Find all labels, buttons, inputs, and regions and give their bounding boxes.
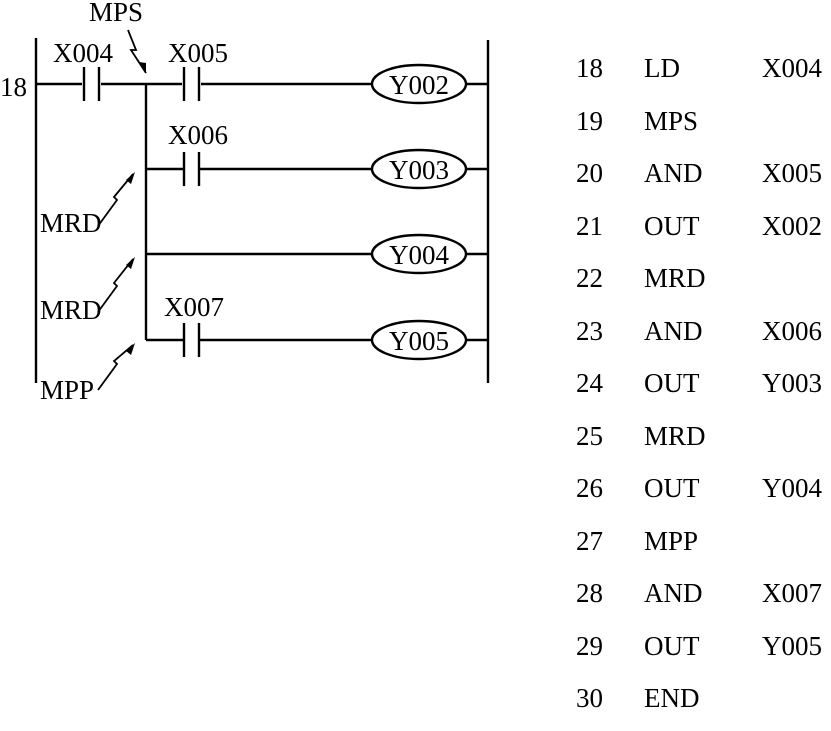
instruction-op: MRD: [644, 420, 706, 451]
rung-step-number: 18: [0, 72, 27, 102]
mrd-arrowhead-1: [126, 172, 135, 184]
instruction-arg: X007: [762, 578, 822, 608]
instruction-step: 18: [576, 53, 603, 83]
mrd-label-2: MRD: [40, 295, 102, 325]
instruction-step: 21: [576, 210, 603, 241]
instruction-op: LD: [644, 53, 680, 83]
instruction-row: 22 MRD: [576, 258, 831, 311]
contact-x005-label: X005: [168, 38, 228, 68]
contact-x004-label: X004: [53, 38, 113, 68]
instruction-arg: X002: [762, 210, 822, 241]
instruction-arg: X004: [762, 53, 822, 83]
instruction-row: 25 MRD: [576, 416, 831, 469]
instruction-arg: Y003: [762, 368, 822, 398]
contact-x007-label: X007: [164, 292, 224, 322]
instruction-arg: X005: [762, 158, 822, 188]
mpp-label: MPP: [40, 375, 94, 405]
coil-y004: [370, 233, 468, 275]
contact-x005: [182, 67, 201, 101]
instruction-step: 26: [576, 473, 603, 503]
instruction-op: OUT: [644, 368, 700, 398]
instruction-step: 24: [576, 368, 603, 398]
instruction-step: 20: [576, 158, 603, 188]
instruction-op: MRD: [644, 263, 706, 293]
instruction-row: 30 END: [576, 678, 831, 731]
instruction-row: 29 OUT Y005: [576, 626, 831, 679]
instruction-op: OUT: [644, 473, 700, 503]
instruction-row: 19 MPS: [576, 101, 831, 154]
instruction-arg: Y005: [762, 630, 822, 661]
mrd-label-1: MRD: [40, 208, 102, 238]
contact-x006: [182, 152, 201, 186]
instruction-op: AND: [644, 578, 703, 608]
instruction-op: OUT: [644, 630, 700, 661]
ladder-diagram: 18 X004 X005 Y002 MPS X006 Y003 MRD Y004…: [0, 0, 490, 405]
instruction-op: AND: [644, 158, 703, 188]
mps-arrowhead: [139, 62, 146, 73]
contact-x006-label: X006: [168, 120, 228, 150]
instruction-step: 30: [576, 683, 603, 713]
mpp-arrowhead: [126, 343, 135, 355]
instruction-step: 27: [576, 525, 603, 556]
mps-label: MPS: [89, 0, 143, 27]
instruction-step: 28: [576, 578, 603, 608]
instruction-row: 27 MPP: [576, 521, 831, 574]
mrd-arrow-2: [97, 258, 134, 313]
coil-y005: [370, 319, 468, 361]
coil-y005-label: Y005: [389, 326, 449, 356]
instruction-step: 22: [576, 263, 603, 293]
instruction-op: MPP: [644, 525, 699, 556]
instruction-arg: X006: [762, 315, 822, 346]
instruction-step: 23: [576, 315, 603, 346]
mpp-arrow: [97, 344, 134, 391]
contact-x004: [82, 67, 101, 101]
coil-y002: [370, 63, 468, 105]
instruction-op: MPS: [644, 105, 699, 136]
mps-arrow: [127, 29, 147, 74]
instruction-row: 28 AND X007: [576, 573, 831, 626]
instruction-row: 20 AND X005: [576, 153, 831, 206]
coil-y003: [370, 148, 468, 190]
instruction-op: OUT: [644, 210, 700, 241]
coil-y004-label: Y004: [389, 240, 449, 270]
instruction-step: 19: [576, 105, 603, 136]
instruction-step: 25: [576, 420, 603, 451]
instruction-arg: Y004: [762, 473, 822, 503]
instruction-row: 24 OUT Y003: [576, 363, 831, 416]
coil-y003-label: Y003: [389, 155, 449, 185]
instruction-row: 21 OUT X002: [576, 206, 831, 259]
instruction-row: 23 AND X006: [576, 311, 831, 364]
mrd-arrow-1: [97, 173, 134, 227]
instruction-op: END: [644, 683, 700, 713]
contact-x007: [182, 323, 201, 357]
instruction-step: 29: [576, 630, 603, 661]
instruction-op: AND: [644, 315, 703, 346]
instruction-row: 26 OUT Y004: [576, 468, 831, 521]
coil-y002-label: Y002: [389, 70, 449, 100]
instruction-row: 18 LD X004: [576, 48, 831, 101]
mrd-arrowhead-2: [126, 257, 135, 269]
